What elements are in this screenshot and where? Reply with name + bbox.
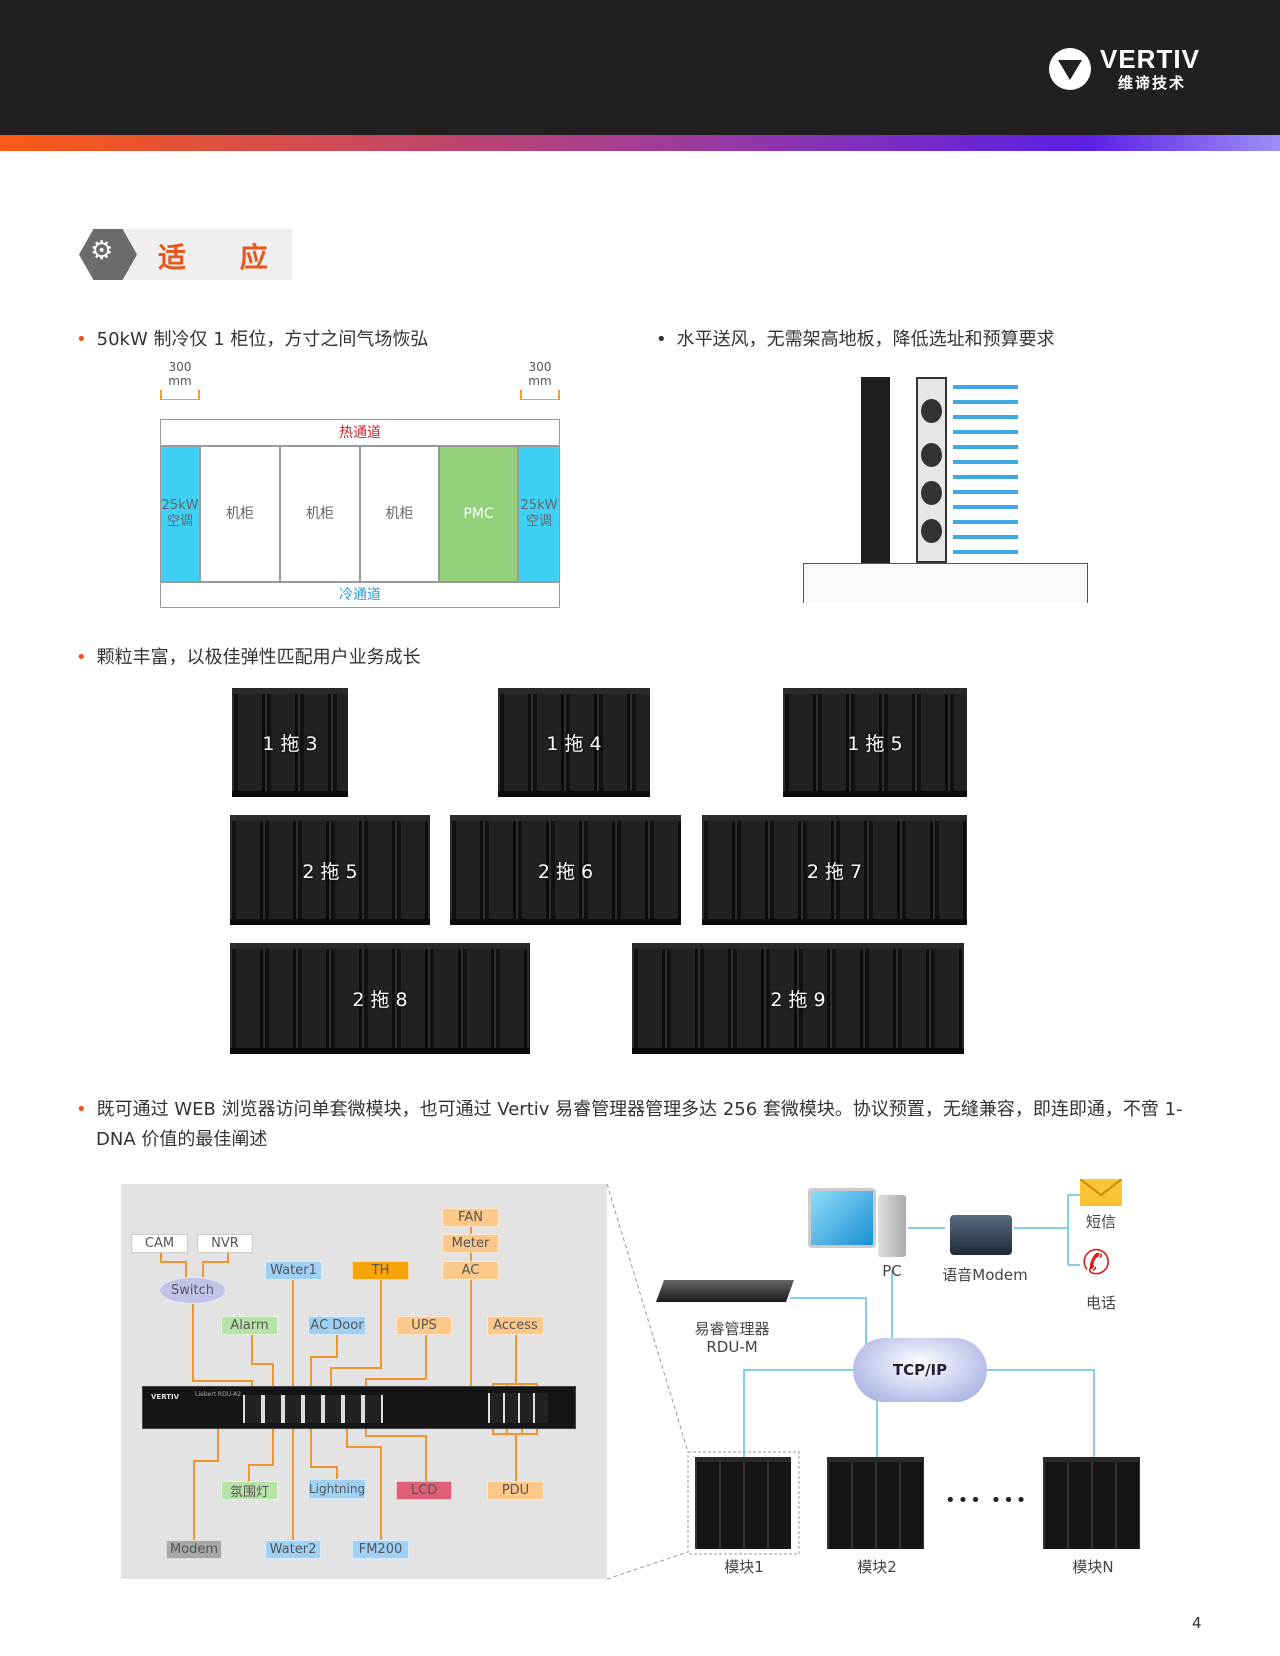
phone-icon: ✆ xyxy=(1082,1243,1111,1283)
module-2-label: 模块2 xyxy=(857,1558,897,1576)
meter-box: Meter xyxy=(442,1234,499,1253)
sms-envelope-icon xyxy=(1080,1179,1122,1206)
gears-icon: ⚙ xyxy=(90,236,114,266)
bullet-2: •水平送风，无需架高地板，降低选址和预算要求 xyxy=(656,329,1055,350)
ac-box: AC xyxy=(442,1261,499,1280)
config-2-8: 2 拖 8 xyxy=(230,943,530,1054)
alarm-box: Alarm xyxy=(221,1316,278,1335)
bullet-text: 50kW 制冷仅 1 柜位，方寸之间气场恢弘 xyxy=(96,329,429,350)
nvr-box: NVR xyxy=(197,1234,253,1253)
ac-unit-right: 25kW 空调 xyxy=(518,446,560,582)
rdu-device: VERTIV Liebert RDU-A2 xyxy=(142,1386,576,1429)
lcd-box: LCD xyxy=(396,1481,452,1500)
module-n-icon xyxy=(1043,1457,1140,1549)
ups-box: UPS xyxy=(396,1316,452,1335)
sms-label: 短信 xyxy=(1085,1213,1116,1231)
voice-modem-label: 语音Modem xyxy=(942,1266,1028,1284)
floor-slab xyxy=(803,563,1088,603)
page-number: 4 xyxy=(1192,1614,1202,1632)
brand-name: VERTIV xyxy=(1100,44,1200,74)
ambient-light-box: 氛围灯 xyxy=(221,1481,278,1500)
cabinet-image xyxy=(861,377,890,563)
pmc-cell: PMC xyxy=(439,446,518,582)
config-1-5: 1 拖 5 xyxy=(783,688,967,797)
bullet-text: 水平送风，无需架高地板，降低选址和预算要求 xyxy=(676,329,1055,350)
fm200-box: FM200 xyxy=(352,1540,409,1559)
access-box: Access xyxy=(487,1316,544,1335)
cooling-unit-image xyxy=(916,377,947,563)
pdu-box: PDU xyxy=(487,1481,544,1500)
gradient-stripe xyxy=(0,135,1280,151)
lightning-box: Lightning xyxy=(308,1479,366,1499)
hot-aisle: 热通道 xyxy=(160,419,560,446)
section-title: 适 应 xyxy=(158,241,290,274)
cabinet-cell: 机柜 xyxy=(360,446,439,582)
ac-unit-left: 25kW 空调 xyxy=(160,446,200,582)
bullet-1: •50kW 制冷仅 1 柜位，方寸之间气场恢弘 xyxy=(76,329,429,350)
config-2-6: 2 拖 6 xyxy=(450,815,681,925)
bullet-4: •既可通过 WEB 浏览器访问单套微模块，也可通过 Vertiv 易睿管理器管理… xyxy=(76,1099,1183,1150)
manager-label: 易睿管理器 xyxy=(694,1320,770,1338)
module-1-label: 模块1 xyxy=(724,1558,764,1576)
config-2-9: 2 拖 9 xyxy=(632,943,964,1054)
cam-box: CAM xyxy=(131,1234,188,1253)
brand-subname: 维谛技术 xyxy=(1118,74,1187,92)
tcpip-cloud: TCP/IP xyxy=(853,1338,987,1402)
pc-icon xyxy=(808,1188,876,1248)
water1-box: Water1 xyxy=(265,1261,322,1280)
fan-box: FAN xyxy=(442,1208,499,1227)
th-box: TH xyxy=(352,1261,409,1280)
module-2-icon xyxy=(827,1457,924,1549)
water2-box: Water2 xyxy=(265,1540,321,1559)
config-2-5: 2 拖 5 xyxy=(230,815,430,925)
ellipsis: ••• ••• xyxy=(945,1490,1029,1511)
airflow-arrows-icon xyxy=(953,385,1018,554)
ac-door-box: AC Door xyxy=(308,1316,366,1335)
modem-box: Modem xyxy=(166,1540,222,1559)
connection-panel: VERTIV Liebert RDU-A2 CAM NVR Switch Wat… xyxy=(121,1184,607,1579)
cabinet-cell: 机柜 xyxy=(200,446,280,582)
rdu-m-device-icon xyxy=(655,1280,795,1302)
module-1-icon xyxy=(695,1457,791,1549)
cold-aisle: 冷通道 xyxy=(160,582,560,608)
bullet-3: •颗粒丰富，以极佳弹性匹配用户业务成长 xyxy=(76,647,421,668)
config-2-7: 2 拖 7 xyxy=(702,815,967,925)
bullet-text: 颗粒丰富，以极佳弹性匹配用户业务成长 xyxy=(96,647,421,668)
connection-lines xyxy=(160,1227,538,1540)
cabinet-cell: 机柜 xyxy=(280,446,360,582)
pc-label: PC xyxy=(882,1262,902,1280)
voice-modem-icon xyxy=(950,1215,1012,1255)
config-1-4: 1 拖 4 xyxy=(498,688,650,797)
pc-tower-icon xyxy=(878,1195,906,1257)
bullet-text: 既可通过 WEB 浏览器访问单套微模块，也可通过 Vertiv 易睿管理器管理多… xyxy=(96,1099,1183,1150)
dim-arrow-left xyxy=(160,390,200,400)
switch-node: Switch xyxy=(159,1277,226,1304)
manager-model-label: RDU-M xyxy=(706,1338,758,1356)
config-1-3: 1 拖 3 xyxy=(232,688,348,797)
phone-label: 电话 xyxy=(1085,1294,1116,1312)
module-n-label: 模块N xyxy=(1072,1558,1114,1576)
vertiv-logo-icon xyxy=(1049,48,1091,90)
dim-arrow-right xyxy=(520,390,560,400)
